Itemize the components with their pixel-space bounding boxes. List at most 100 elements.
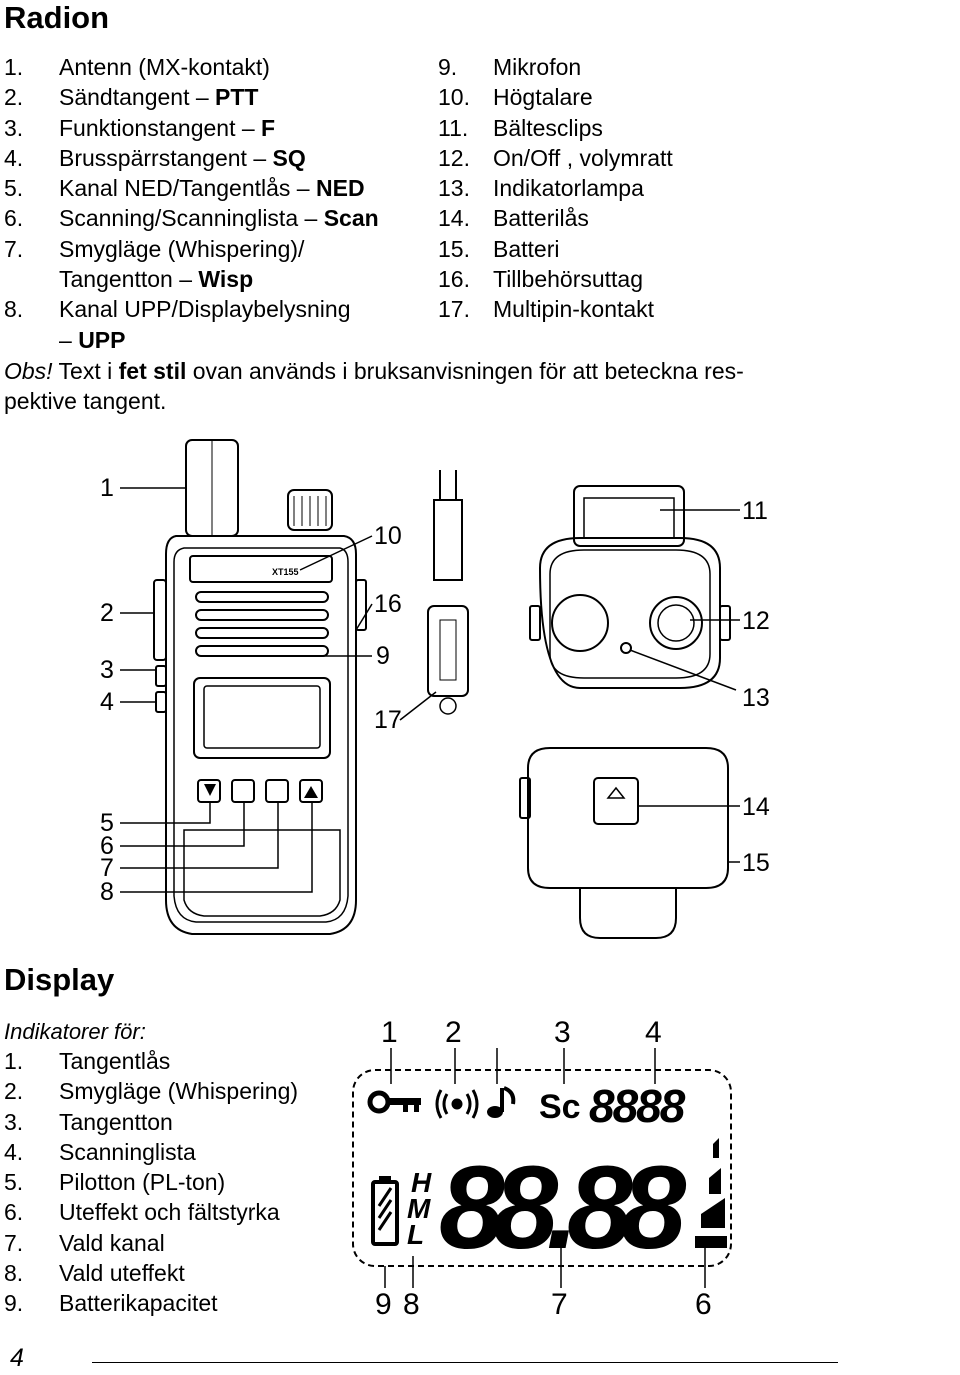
item-text: Uteffekt och fältstyrka: [59, 1199, 280, 1226]
figure-label-11: 11: [742, 497, 768, 525]
item-number: 7.: [4, 1229, 24, 1256]
lcd-frame: [352, 1069, 732, 1267]
item-text: Vald uteffekt: [59, 1260, 185, 1287]
list-item: 2.Smygläge (Whispering): [4, 1076, 344, 1106]
lcd-label-6: 6: [695, 1288, 712, 1321]
parts-list-left: 1.Antenn (MX-kontakt) 2.Sändtangent – PT…: [4, 52, 424, 355]
figure-label-2: 2: [100, 599, 114, 627]
list-item: 3.Tangentton: [4, 1107, 344, 1137]
lcd-label-2: 2: [445, 1016, 462, 1049]
list-item: 5.Pilotton (PL-ton): [4, 1167, 344, 1197]
list-item: – UPP: [4, 325, 424, 355]
signal-strength-icon: [695, 1138, 727, 1248]
item-number: 17.: [438, 296, 470, 323]
item-label: Kanal UPP/Displaybelysning: [59, 296, 351, 323]
multipin-cable: [433, 499, 463, 581]
list-item: 4.Brusspärrstangent – SQ: [4, 143, 424, 173]
list-item: 5. Kanal NED/Tangentlås – NED: [4, 173, 424, 203]
figure-label-4: 4: [100, 688, 114, 716]
item-number: 12.: [438, 144, 470, 171]
figure-label-12: 12: [742, 607, 770, 635]
battery-lock: [593, 777, 639, 825]
power-low: L: [407, 1219, 424, 1250]
item-number: 6.: [4, 1199, 24, 1226]
lcd-label-4: 4: [645, 1016, 662, 1049]
radio-top-view: [538, 537, 721, 689]
item-number: 8.: [4, 296, 24, 323]
radio-display: [193, 677, 331, 759]
item-text: Bältesclips: [493, 114, 603, 141]
item-text: Tangentlås: [59, 1048, 171, 1074]
item-number: 16.: [438, 266, 470, 293]
list-item: 2.Sändtangent – PTT: [4, 82, 424, 112]
list-item: 9.Batterikapacitet: [4, 1288, 344, 1318]
item-key: UPP: [78, 326, 126, 353]
key-wisp: [265, 779, 289, 803]
list-item: 12.On/Off , volymratt: [438, 143, 858, 173]
list-item: 8. Kanal UPP/Displaybelysning: [4, 294, 424, 324]
list-item: 7. Vald kanal: [4, 1228, 344, 1258]
list-item: 11.Bältesclips: [438, 113, 858, 143]
key-icon: [367, 1090, 421, 1114]
item-text: Smygläge (Whispering)/: [59, 234, 304, 264]
footer-rule: [92, 1362, 838, 1363]
list-item: 8.Vald uteffekt: [4, 1258, 344, 1288]
item-number: 14.: [438, 205, 470, 232]
section-heading-display: Display: [4, 962, 115, 997]
item-label: Antenn (MX-kontakt): [59, 54, 270, 80]
figure-label-15: 15: [742, 849, 770, 877]
lcd-label-1: 1: [381, 1016, 398, 1049]
key-down: [197, 779, 221, 803]
figure-label-14: 14: [742, 793, 770, 821]
item-text: Tangentton: [59, 1108, 173, 1135]
model-text: XT155: [272, 567, 299, 577]
indicator-list: 1.Tangentlås 2.Smygläge (Whispering) 3.T…: [4, 1046, 344, 1319]
section-heading-radion: Radion: [4, 0, 110, 35]
battery-bottom: [579, 888, 677, 939]
figure-label-13: 13: [742, 684, 770, 712]
item-key: F: [261, 114, 276, 141]
figure-label-3: 3: [100, 656, 114, 684]
scan-icon: Sc: [539, 1088, 581, 1126]
item-text: Vald kanal: [59, 1229, 165, 1256]
item-text: Scanning/Scanninglista – Scan: [59, 203, 379, 233]
lcd-label-9: 9: [375, 1288, 392, 1321]
item-number: 7.: [4, 235, 24, 262]
item-number: 5.: [4, 175, 24, 202]
function-side-button: [155, 665, 167, 687]
note-text-after: ovan används i bruksanvisningen för att …: [186, 358, 744, 384]
item-text: Kanal UPP/Displaybelysning: [59, 294, 351, 324]
figure-label-6: 6: [100, 832, 114, 860]
item-number: 3.: [4, 114, 24, 141]
item-text: Pilotton (PL-ton): [59, 1169, 226, 1196]
antenna-base: [551, 594, 609, 652]
list-item: 14. Batterilås: [438, 203, 858, 233]
item-number: 9.: [4, 1290, 24, 1317]
belt-clip: [573, 485, 685, 547]
list-item: 13.Indikatorlampa: [438, 173, 858, 203]
lcd-label-7: 7: [551, 1288, 568, 1321]
item-text: Antenn (MX-kontakt): [59, 52, 270, 82]
item-text: Tillbehörsuttag: [493, 266, 644, 293]
whisper-icon: [435, 1089, 479, 1119]
list-item: 1.Tangentlås: [4, 1046, 344, 1076]
battery-pack: [527, 747, 729, 889]
lcd-label-8: 8: [403, 1288, 420, 1321]
item-text: Funktionstangent – F: [59, 113, 275, 143]
on-off-volume-knob: [649, 596, 703, 650]
figure-label-10: 10: [374, 522, 402, 550]
item-key: SQ: [272, 144, 306, 171]
lcd-label-3: 3: [554, 1016, 571, 1049]
item-text: Kanal NED/Tangentlås – NED: [59, 173, 365, 203]
item-number: 9.: [438, 54, 458, 80]
figure-label-1: 1: [100, 474, 114, 502]
item-text: Sändtangent – PTT: [59, 82, 258, 112]
item-text: Indikatorlampa: [493, 175, 644, 202]
brand-panel: [189, 555, 333, 583]
item-key: Wisp: [198, 266, 254, 293]
list-item: 6.Scanning/Scanninglista – Scan: [4, 203, 424, 233]
item-text: Batterilås: [493, 205, 589, 232]
indicator-lamp: [620, 642, 632, 654]
squelch-side-button: [155, 691, 167, 713]
list-item: 4.Scanninglista: [4, 1137, 344, 1167]
